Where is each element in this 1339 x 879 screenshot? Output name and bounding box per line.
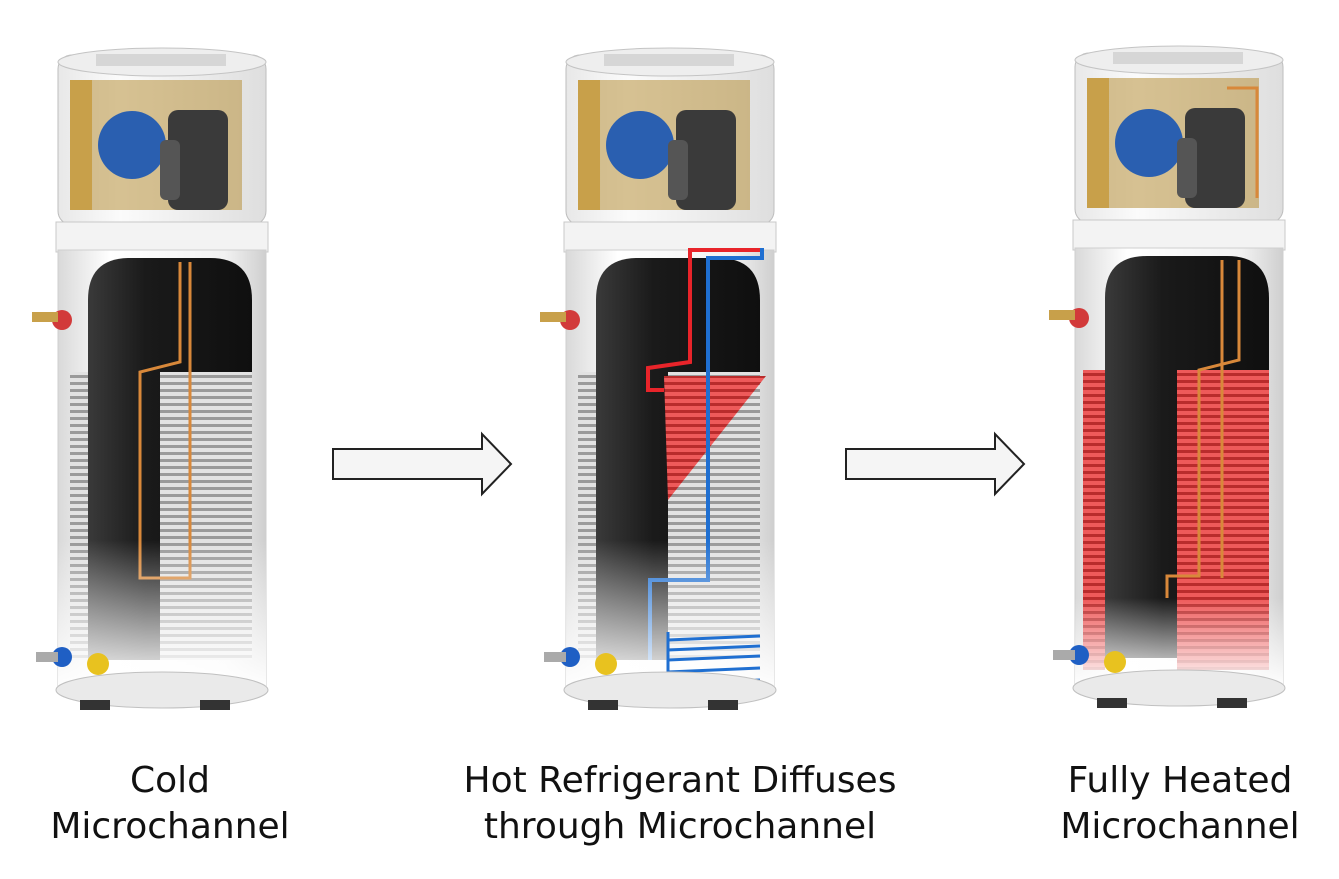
caption-cold: Cold Microchannel <box>20 758 320 850</box>
fan-grille <box>96 54 226 66</box>
fan-grille <box>604 54 734 66</box>
compressor <box>1185 108 1245 208</box>
fan-icon <box>98 111 166 179</box>
base <box>55 671 269 709</box>
caption-line: Microchannel <box>1060 806 1300 847</box>
evaporator-coil <box>1087 78 1109 208</box>
arrow-right-icon <box>332 431 513 497</box>
cold-refrigerant-loops <box>667 634 761 686</box>
fan-icon <box>606 111 674 179</box>
caption-diffusing: Hot Refrigerant Diffuses through Microch… <box>440 758 920 850</box>
refrigerant-pipe <box>138 262 192 580</box>
fan-grille <box>1113 52 1243 64</box>
caption-line: through Microchannel <box>483 806 877 847</box>
refrigerant-pipe <box>1165 260 1241 598</box>
caption-line: Microchannel <box>50 806 290 847</box>
caption-line: Fully Heated <box>1067 760 1293 801</box>
fan-icon <box>1115 109 1183 177</box>
hot-refrigerant-pipe <box>646 248 763 392</box>
base <box>563 671 777 709</box>
caption-line: Hot Refrigerant Diffuses <box>463 760 897 801</box>
drain-valve <box>1104 651 1126 673</box>
caption-line: Cold <box>129 760 210 801</box>
arrow-right-icon <box>845 431 1026 497</box>
evaporator-coil <box>578 80 600 210</box>
unit-cold <box>32 47 269 710</box>
compressor <box>676 110 736 210</box>
drain-valve <box>595 653 617 675</box>
drain-valve <box>87 653 109 675</box>
unit-diffusing <box>540 47 777 710</box>
compressor <box>168 110 228 210</box>
caption-heated: Fully Heated Microchannel <box>1030 758 1330 850</box>
hot-refrigerant-front <box>664 376 766 500</box>
unit-heated <box>1049 45 1286 708</box>
base <box>1072 669 1286 707</box>
evaporator-coil <box>70 80 92 210</box>
